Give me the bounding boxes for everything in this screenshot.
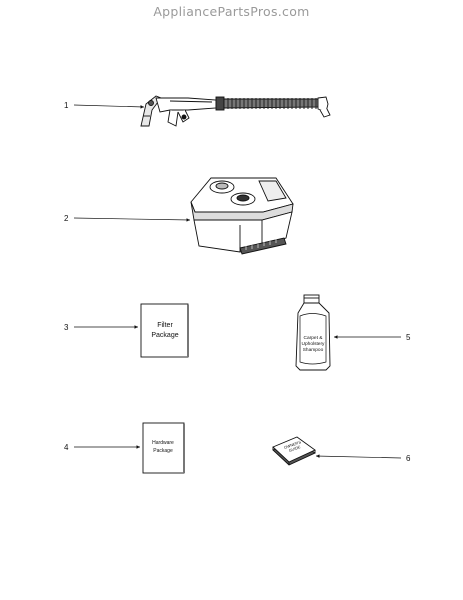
callout-number-2: 2 xyxy=(64,214,69,223)
callout-number-4: 4 xyxy=(64,443,69,452)
callout-number-1: 1 xyxy=(64,101,69,110)
owners-guide-label-line2: GUIDE xyxy=(288,445,301,453)
hardware-package-illustration: Hardware Package xyxy=(142,422,185,474)
hose-wand-illustration xyxy=(140,95,331,127)
owners-guide-illustration: OWNER'S GUIDE xyxy=(272,436,316,466)
leader-line-6 xyxy=(315,454,402,459)
hardware-package-label-line2: Package xyxy=(153,448,173,454)
leader-line-1 xyxy=(73,104,145,109)
callout-number-6: 6 xyxy=(406,454,411,463)
filter-package-label-line2: Package xyxy=(151,332,178,339)
shampoo-label-line3: Shampoo xyxy=(303,347,324,353)
filter-package-label-line1: Filter xyxy=(157,322,173,329)
callout-number-5: 5 xyxy=(406,333,411,342)
leader-line-2 xyxy=(73,217,191,222)
watermark: AppliancePartsPros.com xyxy=(153,4,310,19)
hardware-package-label-line1: Hardware xyxy=(152,440,174,446)
callout-number-3: 3 xyxy=(64,323,69,332)
shampoo-label-line1: Carpet & xyxy=(304,335,324,341)
shampoo-bottle-illustration: Carpet & Upholstery Shampoo xyxy=(295,294,331,371)
solution-tank-illustration xyxy=(190,177,294,255)
filter-package-illustration: Filter Package xyxy=(140,303,189,358)
owners-guide-label-line1: OWNER'S xyxy=(284,440,303,450)
shampoo-label-line2: Upholstery xyxy=(302,341,326,347)
